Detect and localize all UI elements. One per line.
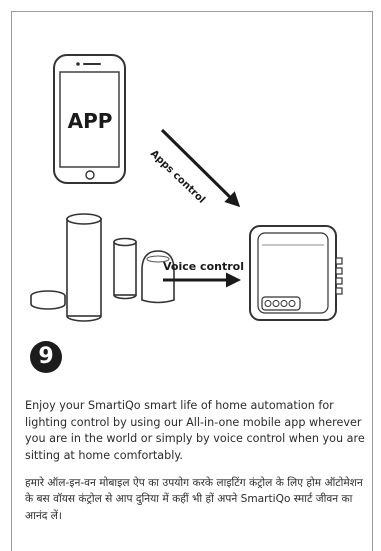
smart-switch-module-icon (249, 225, 343, 321)
step-number-badge: 9 (30, 341, 62, 373)
page-frame (11, 11, 373, 551)
hindi-description: हमारे ऑल-इन-वन मोबाइल ऐप का उपयोग करके ल… (25, 477, 363, 522)
smartphone-icon: APP (53, 54, 126, 184)
control-diagram: APP Apps control Voice control (30, 54, 343, 322)
voice-control-label: Voice control (163, 260, 244, 273)
apps-control-arrow (160, 128, 241, 208)
english-description: Enjoy your SmartiQo smart life of home a… (25, 399, 365, 462)
app-label: APP (68, 109, 113, 133)
smart-speakers-icon (30, 213, 175, 322)
apps-control-label: Apps control (148, 148, 207, 206)
